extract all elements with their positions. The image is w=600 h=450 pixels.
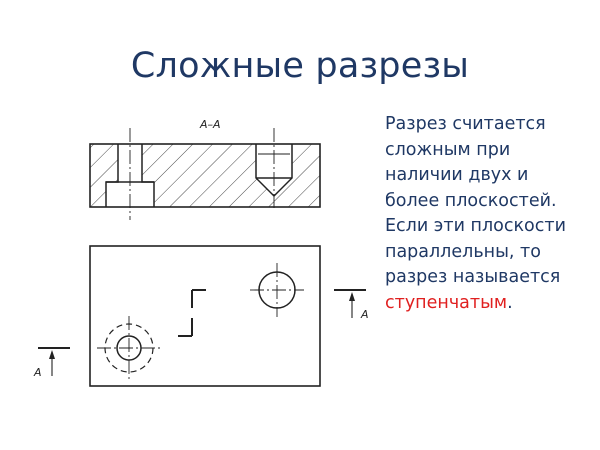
plan-outline (89, 245, 321, 387)
section-outline (89, 143, 321, 208)
description-line: наличии двух и (385, 165, 529, 185)
description-line: разрез называется (385, 267, 561, 287)
cutting-plane-step (178, 289, 206, 337)
description-line: более плоскостей. (385, 190, 557, 211)
right-blind-hole (256, 144, 292, 196)
description-line: Разрез считается (385, 114, 546, 134)
cutting-plane-right: А (334, 289, 369, 321)
description-tail: . (507, 292, 513, 313)
section-label: А–А (199, 118, 221, 131)
cut-label-left: А (33, 366, 42, 379)
description-line: параллельны, то (385, 241, 541, 262)
cut-label-right: А (360, 308, 369, 321)
page-title: Сложные разрезы (130, 46, 470, 86)
description-line: сложным при (385, 139, 511, 160)
description-last-line: ступенчатым. (385, 291, 597, 317)
plan-view (89, 245, 321, 387)
description-text: Разрез считается сложным при наличии дву… (385, 112, 597, 316)
section-view: А–А (89, 118, 321, 220)
highlight-term: ступенчатым (385, 292, 508, 313)
description-line: Если эти плоскости (385, 216, 566, 236)
cutting-plane-left: А (33, 347, 70, 379)
